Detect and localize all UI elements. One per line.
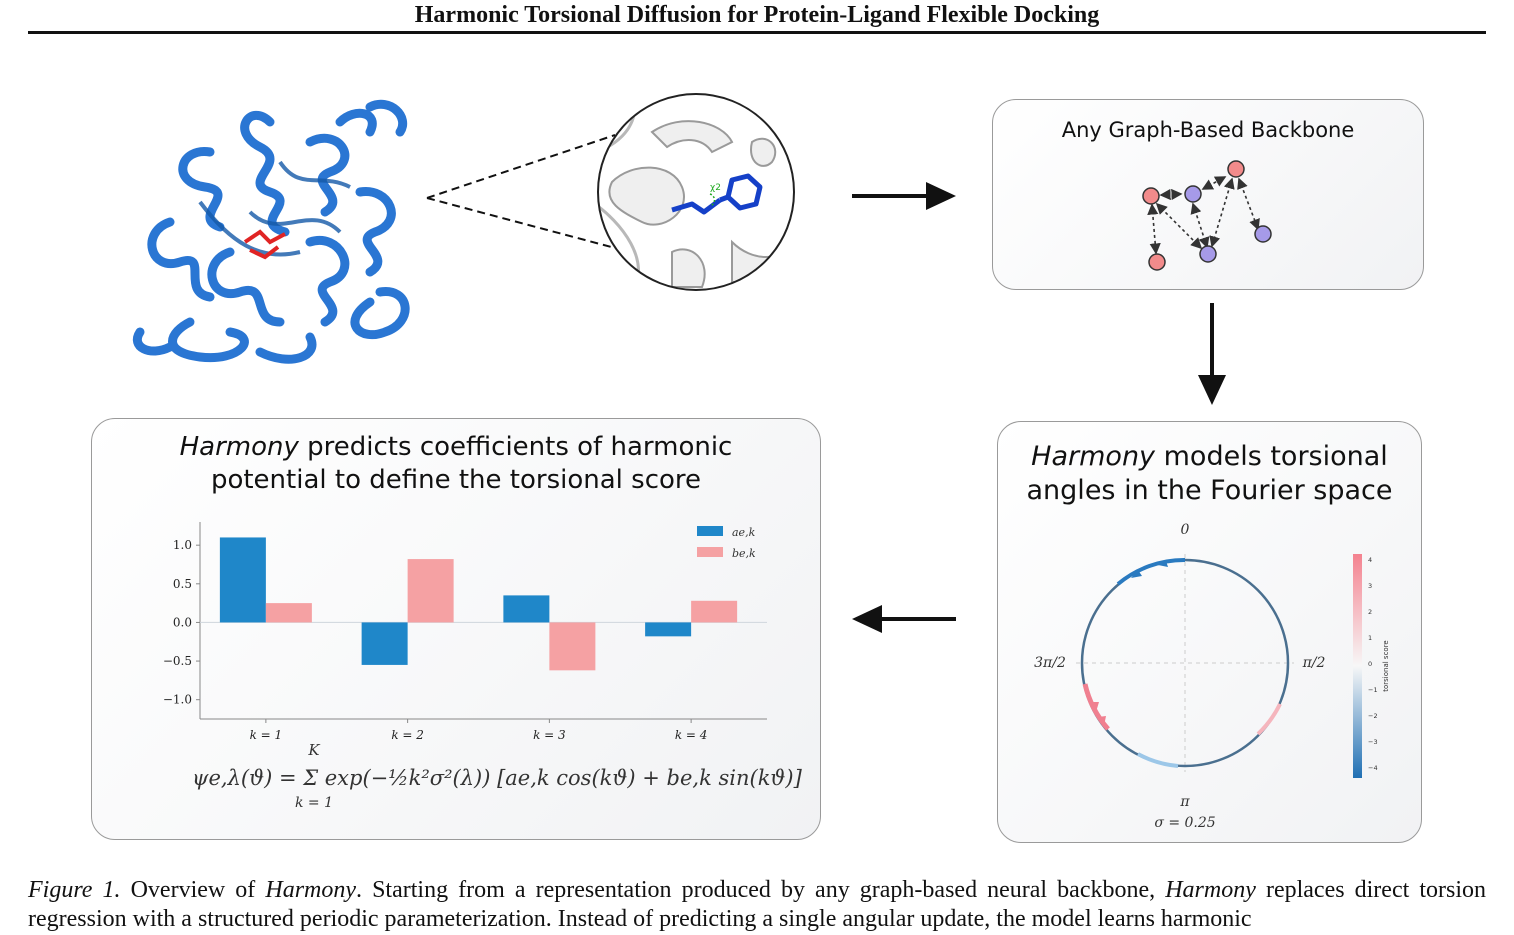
bar-a-k2 <box>361 622 408 665</box>
bar-a-k4 <box>645 622 692 637</box>
caption-label: Figure 1. <box>28 877 121 903</box>
paper-header-title: Harmonic Torsional Diffusion for Protein… <box>414 2 1100 28</box>
backbone-panel-title: Any Graph-Based Backbone <box>1061 118 1355 142</box>
colorbar-tick: −4 <box>1368 764 1378 772</box>
harmony-name: Harmony <box>1031 441 1156 472</box>
legend-swatch <box>697 526 723 536</box>
x-tick-label: k = 2 <box>391 728 424 742</box>
y-tick-label: −1.0 <box>163 693 192 707</box>
angle-left-label: 3π/2 <box>1034 655 1066 671</box>
protein-structure-image <box>133 99 410 364</box>
x-tick-label: k = 1 <box>250 728 283 742</box>
bar-a-k3 <box>503 595 550 623</box>
coefficient-panel: Harmony predicts coefficients of harmoni… <box>91 418 821 840</box>
svg-text:χ2: χ2 <box>710 183 721 193</box>
backbone-panel: Any Graph-Based Backbone <box>992 99 1424 290</box>
graph-node <box>1227 160 1245 178</box>
graph-node <box>1142 187 1160 205</box>
y-tick-label: 0.5 <box>173 577 192 591</box>
bar-b-k1 <box>265 603 312 623</box>
graph-node <box>1184 185 1202 203</box>
graph-node <box>1199 245 1217 263</box>
formula-body: ψe,λ(ϑ) = Σ exp(−½k²σ²(λ)) [ae,k cos(kϑ)… <box>192 766 803 790</box>
colorbar-tick: 3 <box>1368 582 1372 590</box>
bar-a-k1 <box>219 537 266 623</box>
coefficient-bar-chart: 1.0 0.5 0.0 −0.5 −1.0 k = 1 k = 2 k = 3 k = 4 ae,… <box>163 522 767 742</box>
colorbar-tick: −1 <box>1368 686 1378 694</box>
fourier-circle-plot: 0 π/2 3π/2 π σ = 0.25 4 3 2 1 0 −1 −2 −3… <box>1034 522 1390 831</box>
colorbar-tick: 4 <box>1368 556 1372 564</box>
colorbar-tick: −3 <box>1368 738 1378 746</box>
header-rule <box>28 31 1486 34</box>
harmony-name: Harmony <box>179 432 299 462</box>
legend-label: ae,k <box>732 526 756 539</box>
angle-bottom-label: π <box>1179 794 1190 810</box>
formula-upper-limit: K <box>307 741 320 759</box>
colorbar <box>1353 554 1362 778</box>
y-tick-label: 1.0 <box>173 538 192 552</box>
legend-label: be,k <box>732 547 756 560</box>
fourier-panel: Harmony models torsional angles in the F… <box>997 421 1422 843</box>
colorbar-tick: 0 <box>1368 660 1372 668</box>
arrow-down <box>1198 303 1226 405</box>
graph-diagram <box>1142 160 1272 271</box>
bar-b-k2 <box>407 559 454 623</box>
x-tick-label: k = 3 <box>533 728 566 742</box>
arrow-left <box>852 605 956 633</box>
bar-b-k3 <box>549 622 596 671</box>
graph-node <box>1148 253 1166 271</box>
legend-swatch <box>697 547 723 557</box>
figure-caption: Figure 1. Overview of Harmony. Starting … <box>28 877 1487 932</box>
formula-lower-limit: k = 1 <box>295 795 333 811</box>
sigma-label: σ = 0.25 <box>1154 815 1215 831</box>
arrow-right <box>852 182 956 210</box>
coefficient-panel-title: Harmony predicts coefficients of harmoni… <box>179 432 733 495</box>
colorbar-tick: −2 <box>1368 712 1378 720</box>
colorbar-label: torsional score <box>1382 640 1390 692</box>
graph-node <box>1254 225 1272 243</box>
unit-circle <box>1080 558 1290 768</box>
fourier-panel-title: Harmony models torsional angles in the F… <box>1026 441 1393 506</box>
angle-top-label: 0 <box>1181 522 1190 538</box>
colorbar-tick: 2 <box>1368 608 1372 616</box>
x-tick-label: k = 4 <box>675 728 708 742</box>
colorbar-tick: 1 <box>1368 634 1372 642</box>
angle-right-label: π/2 <box>1302 655 1326 671</box>
y-tick-label: −0.5 <box>163 654 192 668</box>
y-tick-label: 0.0 <box>173 615 192 629</box>
zoom-lines <box>426 134 616 249</box>
bar-b-k4 <box>691 600 738 623</box>
score-formula: K ψe,λ(ϑ) = Σ exp(−½k²σ²(λ)) [ae,k cos(k… <box>192 741 803 811</box>
ligand-zoom-circle: χ2 <box>597 93 795 291</box>
